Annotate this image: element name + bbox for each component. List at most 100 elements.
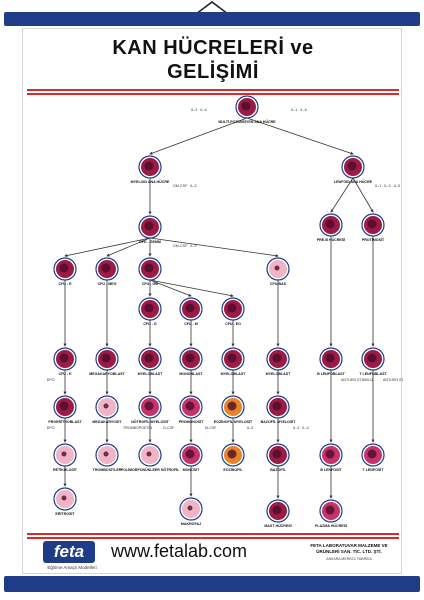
cell-macrophage: MAKROFAJ bbox=[179, 497, 203, 526]
cell-label-cfugemm: CFU - GEMM bbox=[139, 240, 161, 244]
cell-label-eosinophil: EOZİNOFİL bbox=[223, 468, 243, 472]
cell-nucleus bbox=[272, 401, 282, 411]
cell-nucleus bbox=[144, 263, 154, 273]
factor-note-0: IL-3 · IL-6 bbox=[191, 108, 207, 112]
edge-cfugemm-to-cfumeg bbox=[106, 237, 151, 257]
cell-myeloblast1: MYELOBLAST bbox=[138, 347, 164, 376]
cell-nucleus bbox=[367, 449, 377, 459]
cell-cfueo: CFU - EO bbox=[221, 297, 245, 326]
cell-nucleus bbox=[272, 449, 282, 459]
factor-note-3: IL-1 · IL-3 · IL-5 bbox=[375, 184, 400, 188]
cell-label-cfum: CFU - M bbox=[184, 322, 198, 326]
cell-blymphocyte: B LENFOSİT bbox=[319, 443, 343, 472]
cell-proeryblast: PROERİTROBLAST bbox=[48, 395, 82, 424]
cell-label-myeloblast2: MYELOBLAST bbox=[221, 372, 247, 376]
cell-nucleus bbox=[185, 449, 195, 459]
feta-logo: feta bbox=[43, 541, 95, 563]
cell-notmyelocyte: NÖTROFİL MYELOSİT bbox=[131, 395, 170, 424]
cell-nucleus bbox=[347, 161, 357, 171]
logo-subtitle: Eğitime Amaçlı Modelleri bbox=[47, 565, 97, 570]
factor-note-1: IL-1 · IL-6 bbox=[291, 108, 307, 112]
footer-divider-top bbox=[27, 533, 399, 535]
cell-nucleus bbox=[325, 505, 335, 515]
cell-thrombocytes: TROMBOSİTLER bbox=[93, 443, 122, 472]
cell-blymph: B LENFOBLAST bbox=[317, 347, 346, 376]
hanger-hook-icon bbox=[195, 1, 229, 15]
cell-stem: MULTİ-POTANSİYEN ANA HÜCRE bbox=[218, 95, 276, 124]
edge-stem-to-myeloid bbox=[149, 117, 248, 155]
factor-note-9: M-CSF bbox=[205, 426, 217, 430]
cell-label-cfubaso: CFU-BAS bbox=[270, 282, 287, 286]
cell-nucleus bbox=[103, 451, 109, 457]
cell-label-basophil: BAZOFİL bbox=[270, 468, 286, 472]
factor-note-10: IL-5 bbox=[247, 426, 253, 430]
cell-label-megakaryoblast: MEGAKARYOBLAST bbox=[89, 372, 125, 376]
cell-label-thrombocytes: TROMBOSİTLER bbox=[93, 468, 122, 472]
cell-nucleus bbox=[227, 449, 237, 459]
cell-mast: MAST HÜCRESİ bbox=[264, 499, 292, 528]
cell-nucleus bbox=[101, 263, 111, 273]
cell-nucleus bbox=[272, 505, 282, 515]
cell-nucleus bbox=[144, 161, 154, 171]
cell-label-lymphoid: LENFOİD ANA HÜCRE bbox=[334, 179, 373, 184]
cell-preb: PRE-B HÜCRESİ bbox=[317, 213, 345, 242]
cell-nucleus bbox=[185, 401, 195, 411]
cell-label-tlymphocyte: T LENFOSİT bbox=[363, 468, 385, 472]
cell-prot: PROTİMOSİT bbox=[361, 213, 385, 242]
cell-monocyte: MONOSİT bbox=[179, 443, 203, 472]
edges-layer bbox=[63, 117, 375, 499]
cell-nucleus bbox=[274, 265, 280, 271]
poster-top-rail bbox=[4, 12, 420, 26]
cell-nucleus bbox=[103, 403, 109, 409]
cell-nucleus bbox=[227, 303, 237, 313]
cell-nucleus bbox=[101, 353, 111, 363]
cells-layer: MULTİ-POTANSİYEN ANA HÜCRE MYELOID ANA HÜ… bbox=[48, 95, 387, 528]
cell-megakaryocyte: MEGAKARYOSİT bbox=[92, 395, 122, 424]
cell-nucleus bbox=[59, 401, 69, 411]
cell-label-promonocyte: PROMONOSİT bbox=[179, 420, 204, 424]
cell-cfum: CFU - M bbox=[179, 297, 203, 326]
cell-nucleus bbox=[59, 263, 69, 273]
cell-basophil: BAZOFİL bbox=[266, 443, 290, 472]
cell-label-myeloblast1: MYELOBLAST bbox=[138, 372, 164, 376]
cell-label-cfugm: CFU - GM bbox=[142, 282, 158, 286]
factor-note-11: IL-3 · IL-4 bbox=[293, 426, 309, 430]
factor-note-7: TROMBOPOETİN bbox=[123, 425, 153, 430]
company-address: ANKARA MERKEZ FABRİKA bbox=[326, 557, 372, 561]
cell-nucleus bbox=[144, 221, 154, 231]
cell-nucleus bbox=[61, 495, 67, 501]
cell-label-megakaryocyte: MEGAKARYOSİT bbox=[92, 420, 122, 424]
cell-label-mast: MAST HÜCRESİ bbox=[264, 523, 291, 528]
cell-label-myeloblast3: MYELOBLAST bbox=[266, 372, 292, 376]
cell-erythrocyte: ERİTROSİT bbox=[53, 487, 77, 516]
cell-plasma: PLAZMA HÜCRESİ bbox=[315, 499, 347, 528]
cell-nucleus bbox=[241, 101, 251, 111]
cell-megakaryoblast: MEGAKARYOBLAST bbox=[89, 347, 126, 376]
cell-nucleus bbox=[187, 505, 193, 511]
factor-note-6: EPO bbox=[47, 426, 55, 430]
cell-label-cfueo: CFU - EO bbox=[225, 322, 241, 326]
cell-myeloblast3: MYELOBLAST bbox=[266, 347, 292, 376]
cell-myeloid: MYELOID ANA HÜCRE bbox=[131, 155, 170, 184]
edge-cfugemm-to-cfubaso bbox=[149, 237, 279, 258]
cell-label-monoblast: MONOBLAST bbox=[179, 372, 203, 376]
cell-reticulocyte: RETİKÜLOSİT bbox=[53, 443, 78, 472]
cell-label-macrophage: MAKROFAJ bbox=[181, 522, 201, 526]
cell-nucleus bbox=[227, 401, 237, 411]
cell-label-cfug: CFU - G bbox=[143, 322, 157, 326]
cell-lymphoid: LENFOİD ANA HÜCRE bbox=[334, 155, 373, 184]
cell-label-tlymph: T LENFOBLAST bbox=[359, 372, 387, 376]
website-url[interactable]: www.fetalab.com bbox=[111, 541, 248, 561]
cell-cfugm: CFU - GM bbox=[138, 257, 162, 286]
cell-cfubaso: CFU-BAS bbox=[266, 257, 290, 286]
cell-eosinophil: EOZİNOFİL bbox=[221, 443, 245, 472]
cell-label-myeloid: MYELOID ANA HÜCRE bbox=[131, 179, 170, 184]
company-name: FETA LABORATUVAR MALZEME VE ÜRÜNLERİ SAN… bbox=[299, 543, 399, 555]
cell-label-blymph: B LENFOBLAST bbox=[317, 372, 346, 376]
cell-nucleus bbox=[367, 219, 377, 229]
cell-label-cfue: CFU - E bbox=[59, 282, 73, 286]
cell-basomyelocyte: BAZOFİL MYELOSİT bbox=[261, 395, 296, 424]
cell-label-notmyelocyte: NÖTROFİL MYELOSİT bbox=[131, 419, 169, 424]
